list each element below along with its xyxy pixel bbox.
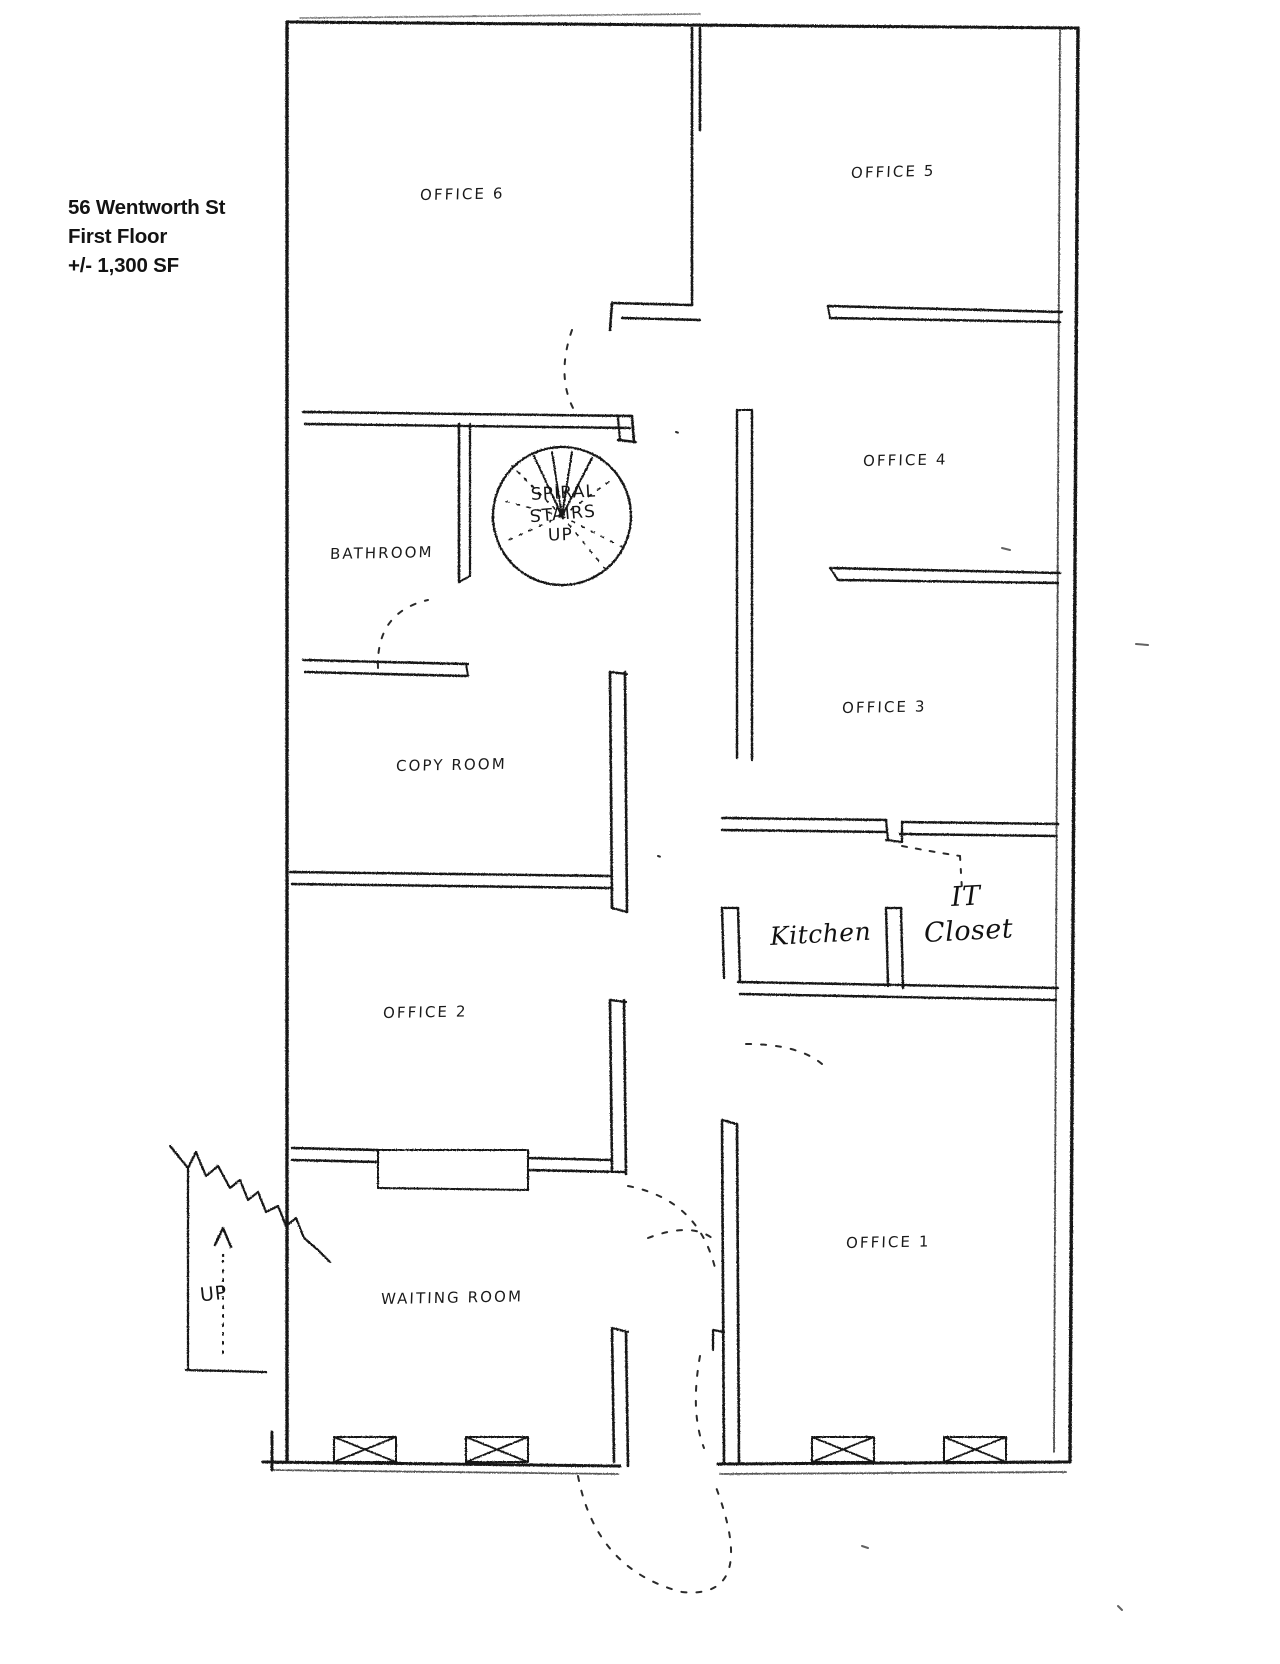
room-label-office-5: OFFICE 5 <box>850 161 936 183</box>
room-label-office-3: OFFICE 3 <box>841 697 927 718</box>
window-radiator-symbol <box>465 1436 529 1463</box>
room-label-office-6: OFFICE 6 <box>419 184 505 205</box>
spiral-stairs-label: SPIRAL STAIRS UP <box>504 479 630 550</box>
door-swing-arc <box>627 1185 717 1273</box>
room-label-office-1: OFFICE 1 <box>845 1232 931 1253</box>
door-swing-arc <box>694 1355 705 1449</box>
title-address: 56 Wentworth St <box>68 196 226 219</box>
door-swing-arcs <box>376 329 963 1594</box>
stair-up-arrow <box>213 1226 233 1361</box>
window-radiator-symbol <box>811 1436 875 1463</box>
spiral-stairs-symbol <box>491 445 633 587</box>
break-line-symbol <box>168 1144 332 1374</box>
window-radiator-symbol <box>943 1436 1007 1463</box>
room-label-it-closet: Closet <box>923 913 1014 949</box>
door-swing-arc <box>745 1043 823 1065</box>
room-label-waiting-room: WAITING ROOM <box>380 1287 524 1309</box>
room-label-kitchen: Kitchen <box>769 916 872 951</box>
room-label-bathroom: BATHROOM <box>329 543 434 564</box>
room-label-office-4: OFFICE 4 <box>862 450 948 471</box>
door-swing-arc <box>577 1475 733 1594</box>
room-label-it: IT <box>950 880 982 913</box>
room-label-office-2: OFFICE 2 <box>382 1002 468 1023</box>
door-swing-arc <box>647 1229 713 1239</box>
window-radiator-symbol <box>333 1436 397 1463</box>
room-label-copy-room: COPY ROOM <box>395 754 508 776</box>
title-area: +/- 1,300 SF <box>68 254 179 277</box>
title-block: 56 Wentworth St First Floor +/- 1,300 SF <box>68 193 225 280</box>
stair-up-label: UP <box>198 1281 229 1307</box>
door-swing-arc <box>376 599 429 669</box>
spiral-stairs-line-3: UP <box>547 524 574 546</box>
title-floor: First Floor <box>68 225 168 248</box>
door-swing-arc <box>563 329 575 411</box>
